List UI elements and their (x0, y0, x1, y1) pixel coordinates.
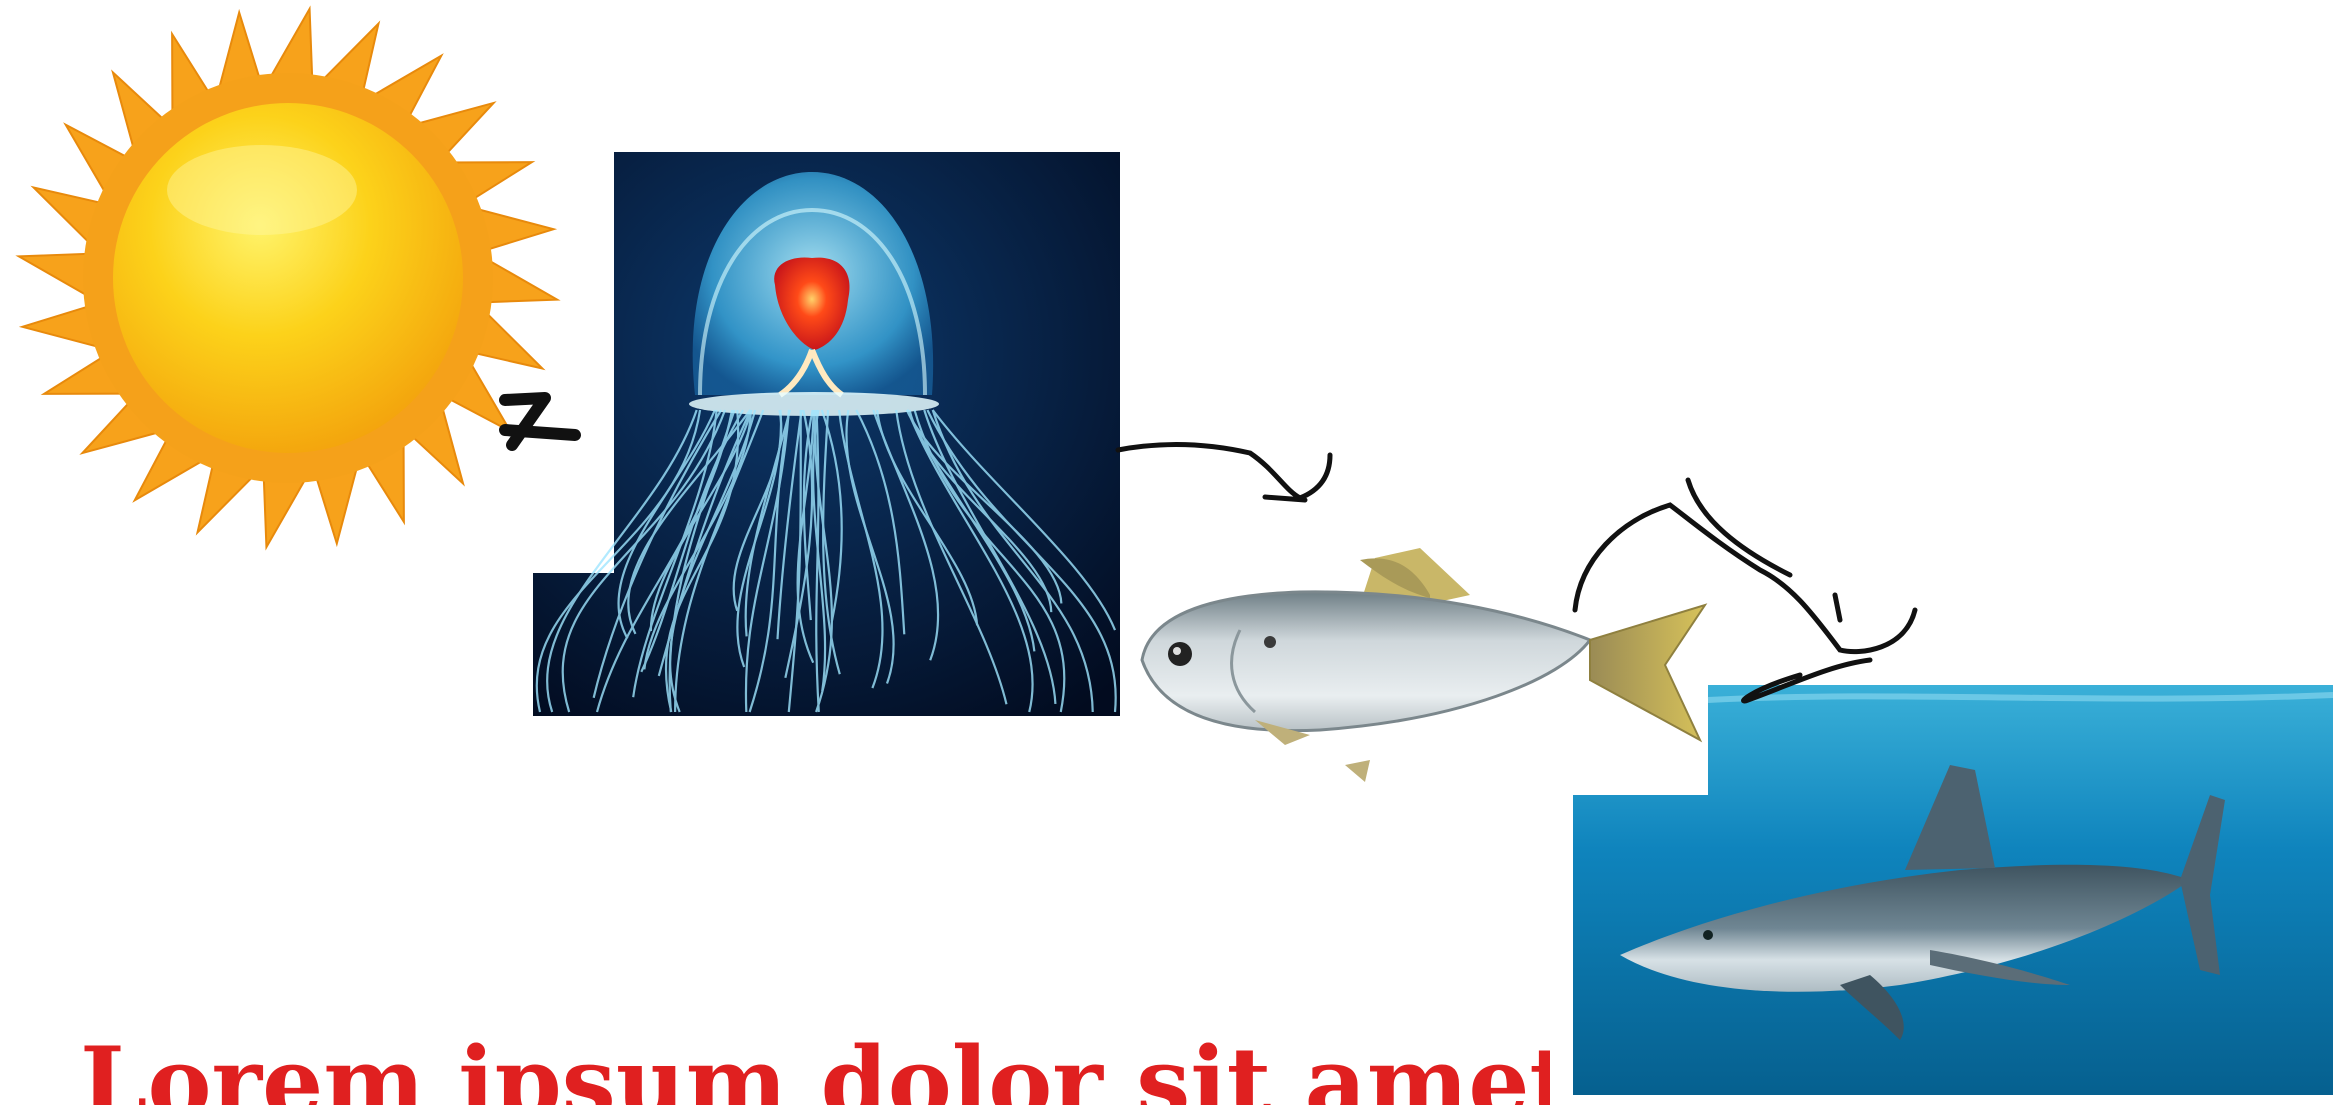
hand-drawn-arrow-icon (0, 0, 2333, 1095)
food-chain-canvas: Lorem ipsum dolor sit amet consectetur a… (0, 0, 2333, 1095)
